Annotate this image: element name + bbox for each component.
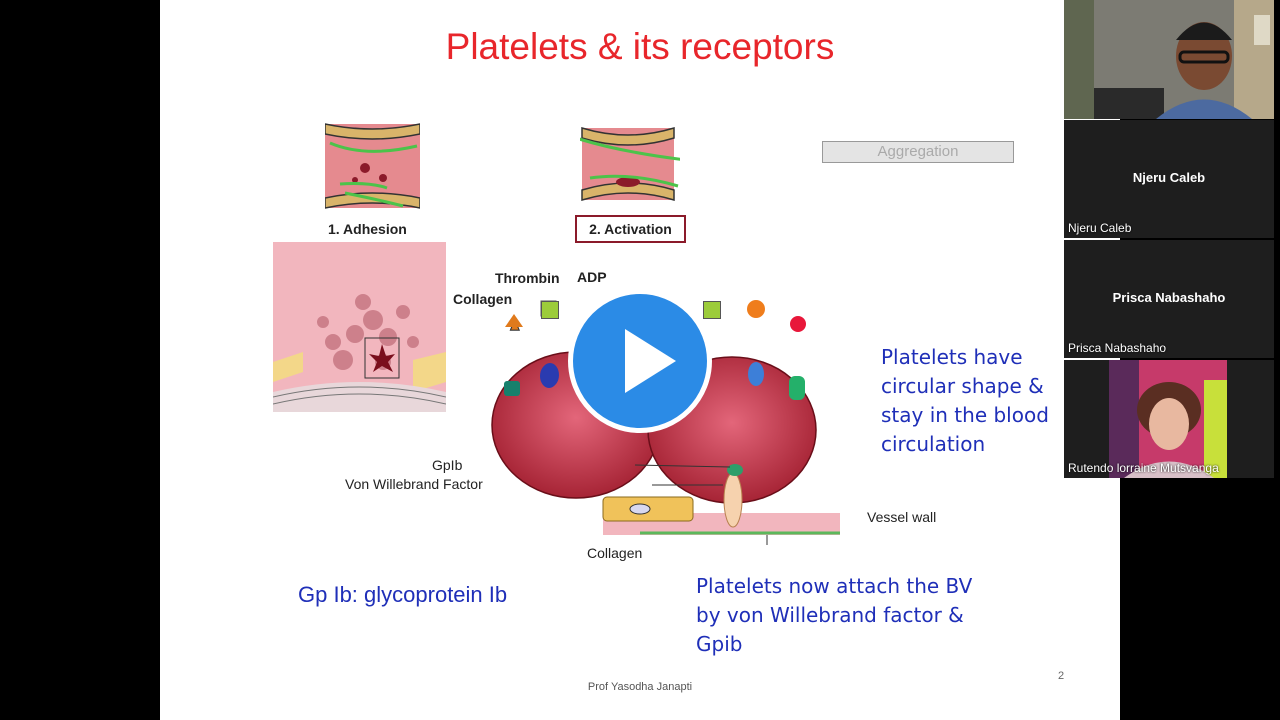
- receptor-blue-2: [748, 362, 764, 386]
- thrombin-triangle: [505, 314, 523, 327]
- note-line: Platelets have: [881, 345, 1023, 369]
- participant-tile[interactable]: Njeru Caleb Njeru Caleb: [1064, 120, 1274, 238]
- presentation-slide: Platelets & its receptors 1. Adhesion 2.…: [160, 0, 1120, 720]
- gp-definition: Gp Ib: glycoprotein Ib: [298, 582, 508, 607]
- slide-footer: Prof Yasodha Janapti: [587, 681, 693, 693]
- activation-vessel-illustration: [580, 126, 680, 202]
- participant-caption: Rutendo lorraine Mutsvanga: [1068, 461, 1219, 475]
- platelet-shape-note: Platelets have circular shape & stay in …: [881, 343, 1049, 459]
- receptor-blue-1: [540, 364, 558, 388]
- adp-label: ADP: [577, 269, 607, 285]
- participant-caption: Prisca Nabashaho: [1068, 341, 1167, 355]
- participant-name: Prisca Nabashaho: [1112, 290, 1226, 305]
- vessel-wall-label: Vessel wall: [867, 509, 937, 525]
- note-line: circular shape &: [881, 374, 1044, 398]
- collagen-top-label: Collagen: [453, 291, 513, 307]
- gpib-label: GpIb: [432, 457, 463, 473]
- note-line: Gpib: [696, 632, 743, 656]
- page-number: 2: [1058, 670, 1065, 682]
- participant-tile-video[interactable]: [1064, 0, 1274, 119]
- orange-agonist: [747, 300, 765, 318]
- adhesion-step-label: 1. Adhesion: [328, 221, 407, 237]
- participants-panel: Njeru Caleb Njeru Caleb Prisca Nabashaho…: [1064, 0, 1280, 480]
- participant-video: [1109, 360, 1227, 478]
- participant-tile-video[interactable]: Rutendo lorraine Mutsvanga: [1064, 360, 1274, 478]
- slide-title: Platelets & its receptors: [445, 26, 835, 67]
- activation-step-label: 2. Activation: [575, 215, 686, 243]
- attachment-note: Platelets now attach the BV by von Wille…: [696, 572, 972, 659]
- vwf-label: Von Willebrand Factor: [345, 476, 483, 492]
- note-line: by von Willebrand factor &: [696, 603, 964, 627]
- adp-square-1: [541, 301, 559, 319]
- receptor-green: [789, 376, 805, 400]
- adp-square-2: [703, 301, 721, 319]
- note-line: Platelets now attach the BV: [696, 574, 973, 598]
- micrograph-image: [273, 242, 446, 412]
- receptor-teal: [504, 381, 520, 396]
- participant-tile[interactable]: Prisca Nabashaho Prisca Nabashaho: [1064, 240, 1274, 358]
- participant-caption: Njeru Caleb: [1068, 221, 1132, 235]
- adhesion-vessel-illustration: [325, 123, 420, 209]
- collagen-bottom-label: Collagen: [587, 545, 643, 561]
- thrombin-label: Thrombin: [495, 270, 560, 286]
- note-line: circulation: [881, 432, 986, 456]
- participant-name: Njeru Caleb: [1132, 170, 1206, 185]
- speaker-video: [1064, 0, 1274, 119]
- red-agonist: [790, 316, 806, 332]
- play-button[interactable]: [568, 289, 712, 433]
- aggregation-button: Aggregation: [822, 141, 1014, 163]
- play-icon: [625, 329, 676, 393]
- note-line: stay in the blood: [881, 403, 1049, 427]
